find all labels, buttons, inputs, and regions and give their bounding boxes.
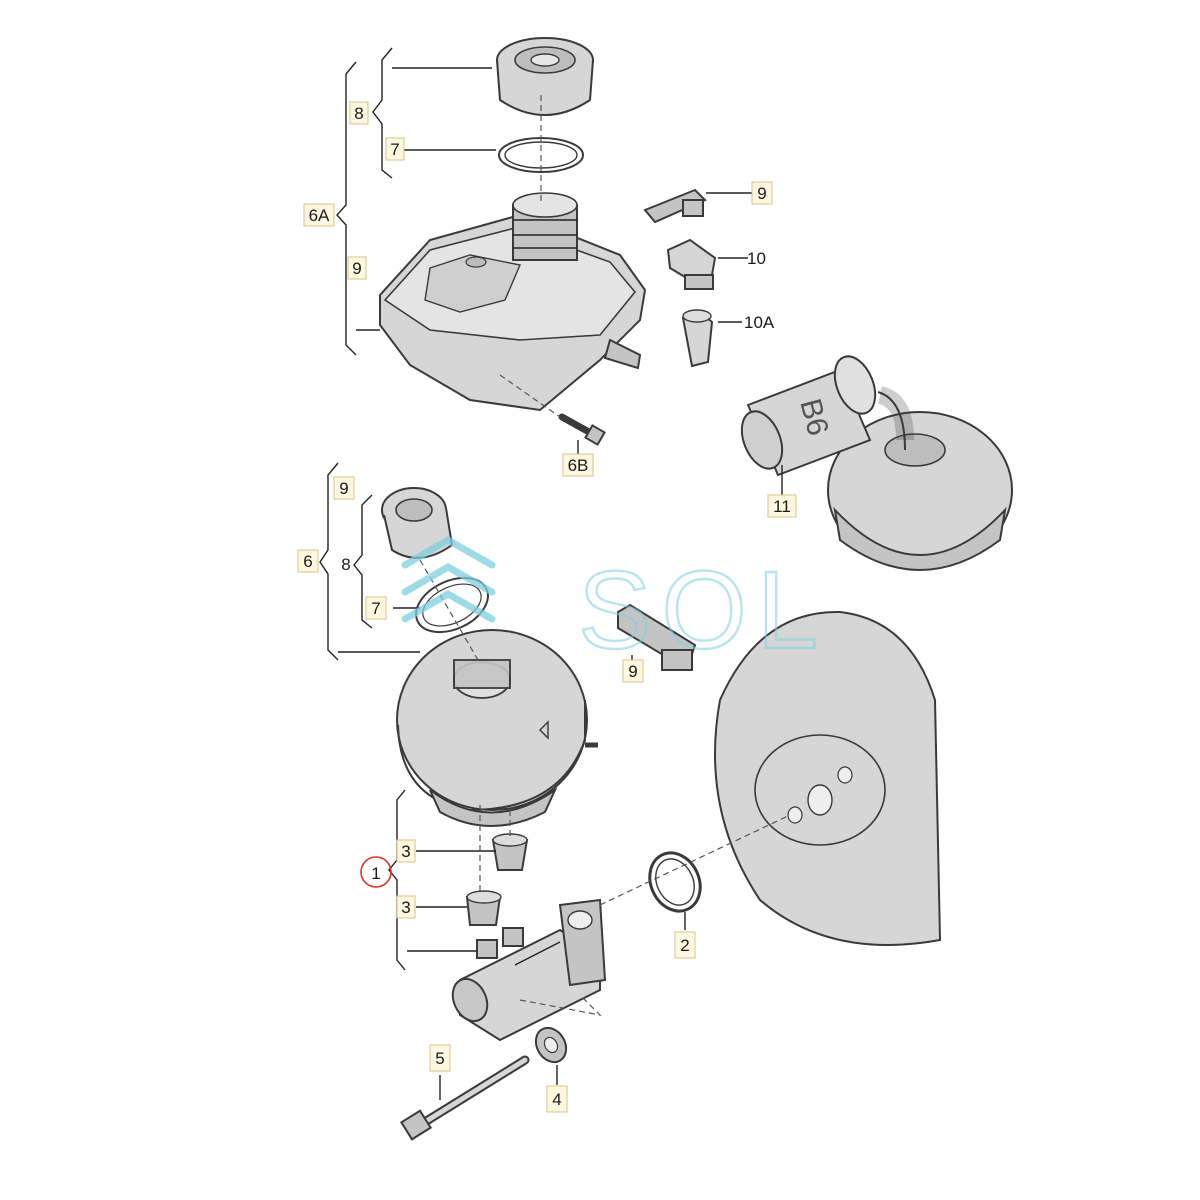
brake-booster: [714, 610, 942, 946]
svg-text:1: 1: [371, 864, 380, 883]
fluid-bottle-11: B6: [740, 355, 877, 477]
label-8-top: 8: [349, 101, 369, 125]
label-11: 11: [767, 494, 797, 518]
svg-text:9: 9: [628, 662, 637, 681]
label-9-clip: 9: [622, 659, 644, 683]
label-6A: 6A: [303, 203, 335, 227]
label-6B: 6B: [562, 453, 594, 477]
label-9-left-mid: 9: [333, 476, 355, 500]
svg-text:10A: 10A: [744, 313, 775, 332]
svg-text:9: 9: [757, 184, 766, 203]
reservoir-6: [396, 629, 598, 827]
seal-2: [648, 851, 702, 913]
svg-text:6A: 6A: [309, 206, 330, 225]
svg-text:3: 3: [401, 842, 410, 861]
grommet-3-lower: [465, 890, 502, 926]
watermark-logo: [401, 535, 496, 623]
label-7-mid: 7: [365, 596, 387, 620]
svg-text:6B: 6B: [568, 456, 589, 475]
sensor-plug-9: [643, 188, 707, 224]
label-6: 6: [297, 549, 319, 573]
svg-text:6: 6: [303, 552, 312, 571]
highlight-circle: [360, 856, 392, 888]
label-3-upper: 3: [396, 839, 416, 863]
label-10: 10: [747, 249, 766, 268]
master-cylinder: [451, 898, 607, 1042]
sensor-housing-10: [666, 238, 717, 290]
reservoir-cap-top: [496, 37, 594, 116]
reservoir-6A: [379, 192, 647, 412]
svg-text:9: 9: [339, 479, 348, 498]
grommet-3-upper: [491, 833, 529, 871]
bolt-6B: [499, 374, 606, 446]
assembly-lines: [419, 95, 791, 1016]
label-9-left-top: 9: [347, 256, 367, 280]
label-7-top: 7: [385, 137, 405, 161]
label-8-mid: 8: [341, 555, 350, 574]
label-4: 4: [546, 1085, 568, 1113]
svg-text:5: 5: [435, 1049, 444, 1068]
label-10A: 10A: [744, 313, 775, 332]
svg-text:8: 8: [354, 104, 363, 123]
watermark-text: SOL: [578, 549, 828, 672]
label-1: 1: [360, 856, 392, 888]
svg-text:3: 3: [401, 898, 410, 917]
svg-text:8: 8: [341, 555, 350, 574]
svg-text:7: 7: [371, 599, 380, 618]
svg-text:9: 9: [352, 259, 361, 278]
label-3-lower: 3: [396, 895, 416, 919]
leader-lines: [319, 47, 783, 1100]
label-5: 5: [429, 1044, 451, 1072]
svg-text:2: 2: [680, 936, 689, 955]
nut-4: [534, 1026, 568, 1064]
bolt-5: [399, 1055, 530, 1141]
svg-text:10: 10: [747, 249, 766, 268]
sensor-grommet-10A: [681, 309, 714, 368]
svg-text:4: 4: [552, 1090, 561, 1109]
svg-text:11: 11: [773, 497, 791, 516]
clip-9: [617, 603, 697, 671]
label-2: 2: [674, 931, 696, 959]
svg-text:7: 7: [390, 140, 399, 159]
label-9-sensor: 9: [751, 181, 773, 205]
booster-small: [827, 386, 1013, 571]
